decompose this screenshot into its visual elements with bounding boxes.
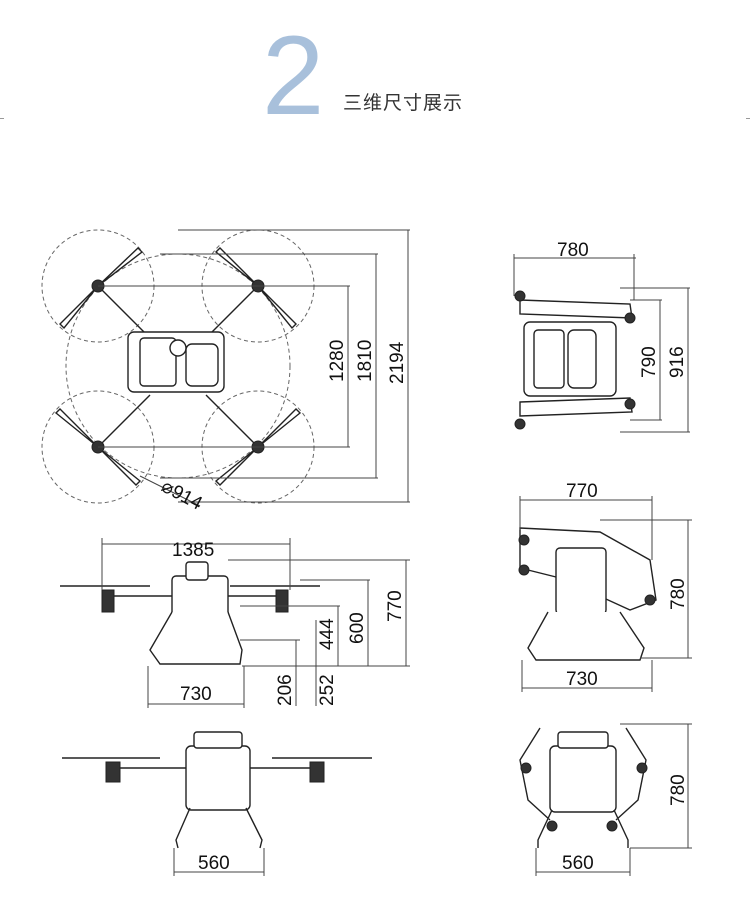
side-dim-skid-width: 730 xyxy=(180,684,212,705)
folded-side-dim-width: 770 xyxy=(566,481,598,502)
side-dim-ground-206: 206 xyxy=(275,674,296,706)
folded-motor-2 xyxy=(514,418,526,430)
side-motor-left xyxy=(101,589,115,613)
folded-front-body xyxy=(549,745,617,813)
folded-side-dim-skid-width: 730 xyxy=(566,669,598,690)
battery-pack xyxy=(139,337,177,387)
front-tank-top xyxy=(193,731,243,749)
folded-motor-1 xyxy=(514,290,526,302)
folded-front-motor-bottom-right xyxy=(606,820,618,832)
folded-tank xyxy=(567,329,597,389)
blade-front-right xyxy=(214,247,297,330)
side-dim-height-tank: 444 xyxy=(317,618,338,650)
blade-rear-left xyxy=(54,408,142,486)
front-landing-gear xyxy=(175,807,263,849)
arm-rear-right xyxy=(205,394,259,448)
tank-cap xyxy=(169,339,187,357)
folded-arm-front xyxy=(519,299,633,319)
folded-dim-width: 780 xyxy=(557,240,589,261)
arm-rear-left xyxy=(97,394,151,448)
folded-side-body xyxy=(555,547,607,615)
dim-prop-diameter: ⌀914 xyxy=(158,476,206,515)
folded-front-tank-top xyxy=(557,731,609,749)
folded-front-motor-bottom-left xyxy=(546,820,558,832)
side-tank-top xyxy=(185,561,209,581)
folded-side-motor-2 xyxy=(518,564,530,576)
side-dim-height-total: 770 xyxy=(385,590,406,622)
folded-front-motor-left xyxy=(520,762,532,774)
blade-front-left xyxy=(59,247,144,330)
folded-front-motor-right xyxy=(636,762,648,774)
front-motor-right xyxy=(309,761,325,783)
blade-rear-right xyxy=(214,408,302,486)
section-title: 三维尺寸展示 xyxy=(343,92,464,114)
left-edge-mark xyxy=(0,118,4,119)
folded-front-arms xyxy=(519,727,647,821)
side-view-unfolded: 1385 770 600 444 206 252 730 xyxy=(60,538,410,708)
side-dim-arm-span: 1385 xyxy=(172,540,214,561)
folded-side-landing-gear xyxy=(527,611,645,661)
side-motor-right xyxy=(275,589,289,613)
arm-front-left xyxy=(97,285,151,339)
section-number: 2 xyxy=(262,13,325,138)
dim-prop-diag: 1810 xyxy=(355,340,376,382)
spray-tank xyxy=(185,343,219,387)
front-motor-left xyxy=(105,761,121,783)
side-landing-gear xyxy=(149,611,243,665)
top-view-folded: 780 790 916 xyxy=(513,240,690,433)
side-dim-ground-252: 252 xyxy=(317,674,338,706)
folded-arm-rear xyxy=(519,397,633,417)
dim-overall: 2194 xyxy=(387,341,408,384)
folded-front-dim-height: 780 xyxy=(668,774,689,806)
dim-overall-lines xyxy=(98,229,410,507)
dim-motor-diag: 1280 xyxy=(327,340,348,382)
front-view-folded: 780 560 xyxy=(519,723,692,876)
folded-side-motor-3 xyxy=(644,594,656,606)
side-view-folded: 770 780 730 xyxy=(518,481,692,692)
folded-side-dim-height: 780 xyxy=(668,578,689,610)
front-view-unfolded: 560 xyxy=(62,731,372,876)
folded-side-motor-1 xyxy=(518,534,530,546)
folded-front-dim-skid-width: 560 xyxy=(562,853,594,874)
right-edge-mark xyxy=(746,118,750,119)
folded-front-landing-gear xyxy=(537,809,629,848)
folded-motor-3 xyxy=(624,312,636,324)
side-dim-height-body: 600 xyxy=(347,612,368,644)
front-body xyxy=(185,745,251,811)
arm-front-right xyxy=(205,285,259,339)
folded-motor-4 xyxy=(624,398,636,410)
folded-dim-depth-inner: 790 xyxy=(639,346,660,378)
folded-dim-depth-outer: 916 xyxy=(667,346,688,378)
folded-battery xyxy=(533,329,565,389)
top-view-unfolded: 1280 1810 2194 ⌀914 xyxy=(41,229,410,515)
front-dim-skid-width: 560 xyxy=(198,853,230,874)
